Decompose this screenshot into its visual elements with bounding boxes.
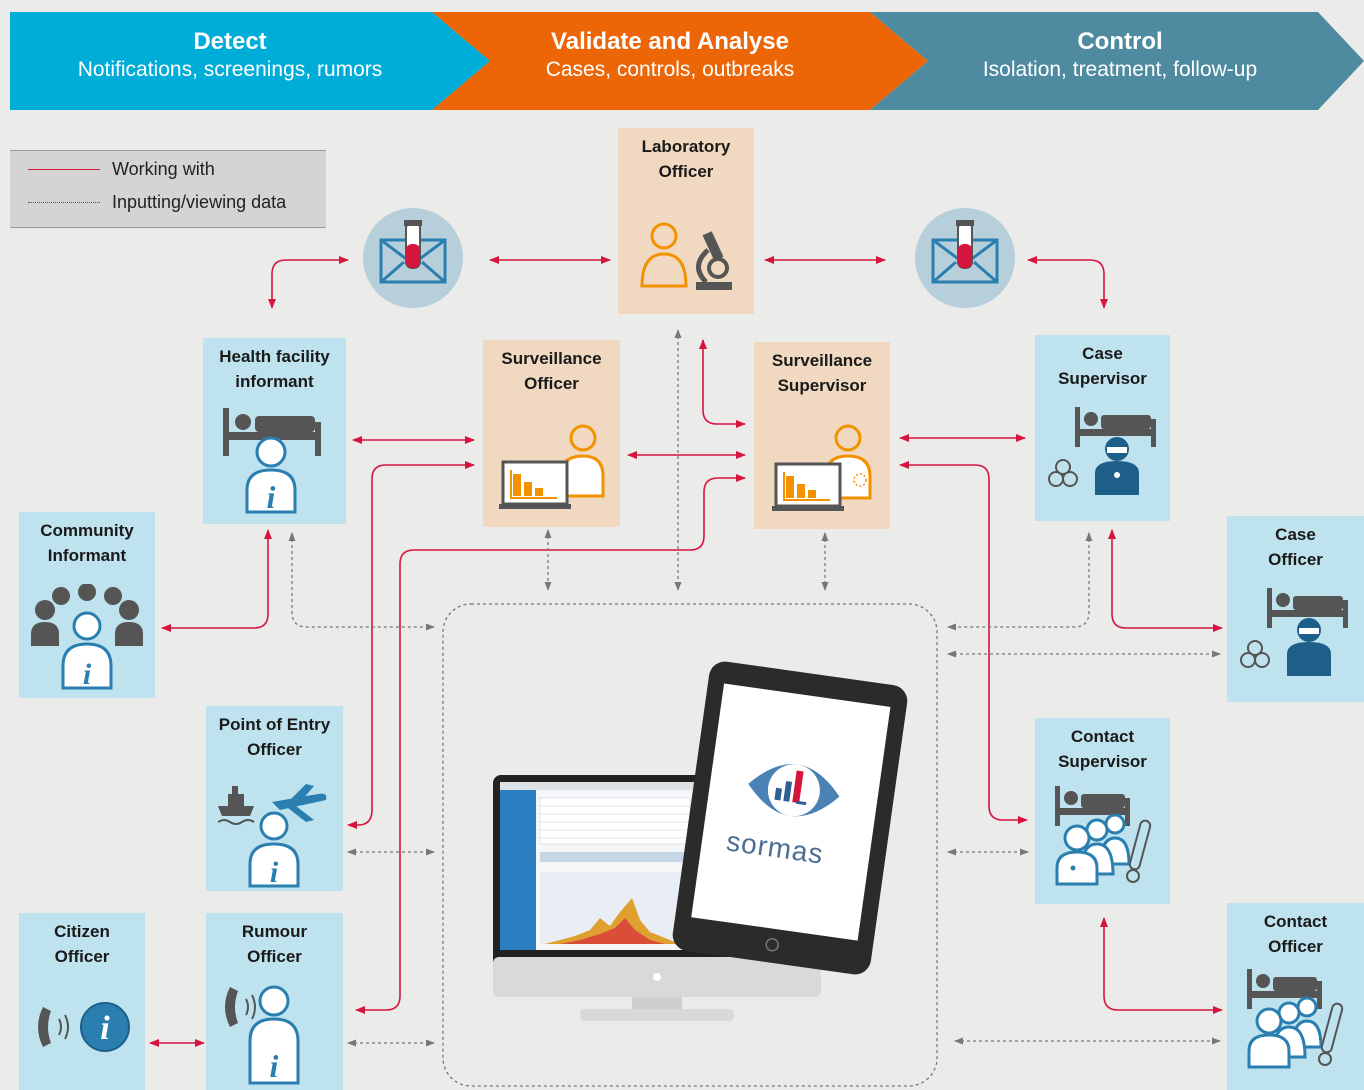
microscope-person-icon <box>640 222 732 290</box>
link-contactsupervisor-contactofficer <box>1100 917 1223 1014</box>
node-case-officer-label: Case Officer <box>1268 525 1323 569</box>
node-contact-supervisor: Contact Supervisor <box>1035 718 1170 904</box>
node-case-officer: Case Officer <box>1227 516 1364 702</box>
community-informant-icon: i <box>31 584 143 691</box>
banner-validate-shape <box>432 12 928 110</box>
sample-envelope-icon <box>915 208 1015 308</box>
phone-informant-icon: i <box>225 985 300 1085</box>
isolation-bed-icon <box>1240 588 1348 676</box>
banner-validate-title: Validate and Analyse <box>551 28 789 55</box>
node-citizen-officer-label: Citizen Officer <box>54 922 110 966</box>
banner-detect-title: Detect <box>193 28 267 55</box>
node-health-facility-informant-label: Health facility informant <box>219 347 330 391</box>
node-surveillance-officer: Surveillance Officer <box>483 340 620 527</box>
contact-group-icon <box>1055 786 1152 886</box>
link-lab-survsupervisor <box>699 339 746 428</box>
node-point-of-entry-officer: Point of Entry Officer i <box>206 706 343 891</box>
node-contact-officer-label: Contact Officer <box>1263 912 1328 956</box>
phone-info-icon: i <box>38 1002 130 1052</box>
link-envelope-healthfacility <box>268 256 349 309</box>
legend-dotted-line <box>28 202 100 203</box>
banner-detect: Detect Notifications, screenings, rumors <box>10 0 450 110</box>
link-envelope2-casesupervisor <box>1027 256 1108 309</box>
banner-detect-shape <box>10 12 490 110</box>
legend-working-row: Working with <box>28 159 215 180</box>
legend-solid-line <box>28 169 100 170</box>
svg-text:i: i <box>100 1010 110 1047</box>
banner-validate: Validate and Analyse Cases, controls, ou… <box>470 0 870 110</box>
tablet-icon <box>672 661 908 975</box>
node-point-of-entry-officer-label: Point of Entry Officer <box>218 715 331 759</box>
contact-group-icon <box>1247 969 1344 1069</box>
data-casesupervisor-sormas <box>947 532 1093 631</box>
svg-text:i: i <box>83 658 92 691</box>
legend-working-label: Working with <box>112 159 215 179</box>
node-rumour-officer: Rumour Officer i <box>206 913 343 1090</box>
node-surveillance-officer-label: Surveillance Officer <box>501 349 602 393</box>
node-laboratory-officer-label: Laboratory Officer <box>641 137 731 181</box>
node-health-facility-informant: Health facility informant i <box>203 338 346 524</box>
svg-text:i: i <box>270 856 279 888</box>
link-survofficer-pointofentry <box>347 461 475 829</box>
link-survsupervisor-contactsupervisor <box>899 461 1028 824</box>
node-surveillance-supervisor-label: Surveillance Supervisor <box>771 351 873 395</box>
node-contact-supervisor-label: Contact Supervisor <box>1058 727 1147 771</box>
legend-data-row: Inputting/viewing data <box>28 192 286 213</box>
legend: Working with Inputting/viewing data <box>10 150 326 228</box>
banner-control-subtitle: Isolation, treatment, follow-up <box>982 57 1258 81</box>
laptop-person-icon <box>499 424 605 509</box>
ship-plane-officer-icon: i <box>218 784 327 888</box>
node-rumour-officer-label: Rumour Officer <box>241 922 308 966</box>
svg-text:i: i <box>267 479 276 515</box>
isolation-bed-icon <box>1048 407 1156 495</box>
bed-informant-icon: i <box>223 408 321 515</box>
link-healthfacility-community <box>161 529 272 632</box>
node-community-informant: Community Informant i <box>19 512 155 698</box>
banner-validate-subtitle: Cases, controls, outbreaks <box>545 57 795 81</box>
banner-detect-subtitle: Notifications, screenings, rumors <box>77 57 383 81</box>
node-case-supervisor-label: Case Supervisor <box>1058 344 1147 388</box>
sample-envelope-icon <box>363 208 463 308</box>
banner-control: Control Isolation, treatment, follow-up <box>910 0 1330 110</box>
laptop-supervisor-icon <box>772 424 872 511</box>
legend-data-label: Inputting/viewing data <box>112 192 287 212</box>
data-healthfacility-sormas <box>288 532 435 631</box>
node-case-supervisor: Case Supervisor <box>1035 335 1170 521</box>
link-casesupervisor-caseofficer <box>1108 529 1223 632</box>
node-community-informant-label: Community Informant <box>40 521 134 565</box>
banner-control-shape <box>870 12 1364 110</box>
banner-control-title: Control <box>1077 28 1163 55</box>
link-survsupervisor-rumour <box>355 474 746 1014</box>
node-citizen-officer: Citizen Officer i <box>19 913 145 1090</box>
node-contact-officer: Contact Officer <box>1227 903 1364 1090</box>
node-laboratory-officer: Laboratory Officer <box>618 128 754 314</box>
svg-text:i: i <box>270 1048 279 1084</box>
node-surveillance-supervisor: Surveillance Supervisor <box>754 342 890 529</box>
